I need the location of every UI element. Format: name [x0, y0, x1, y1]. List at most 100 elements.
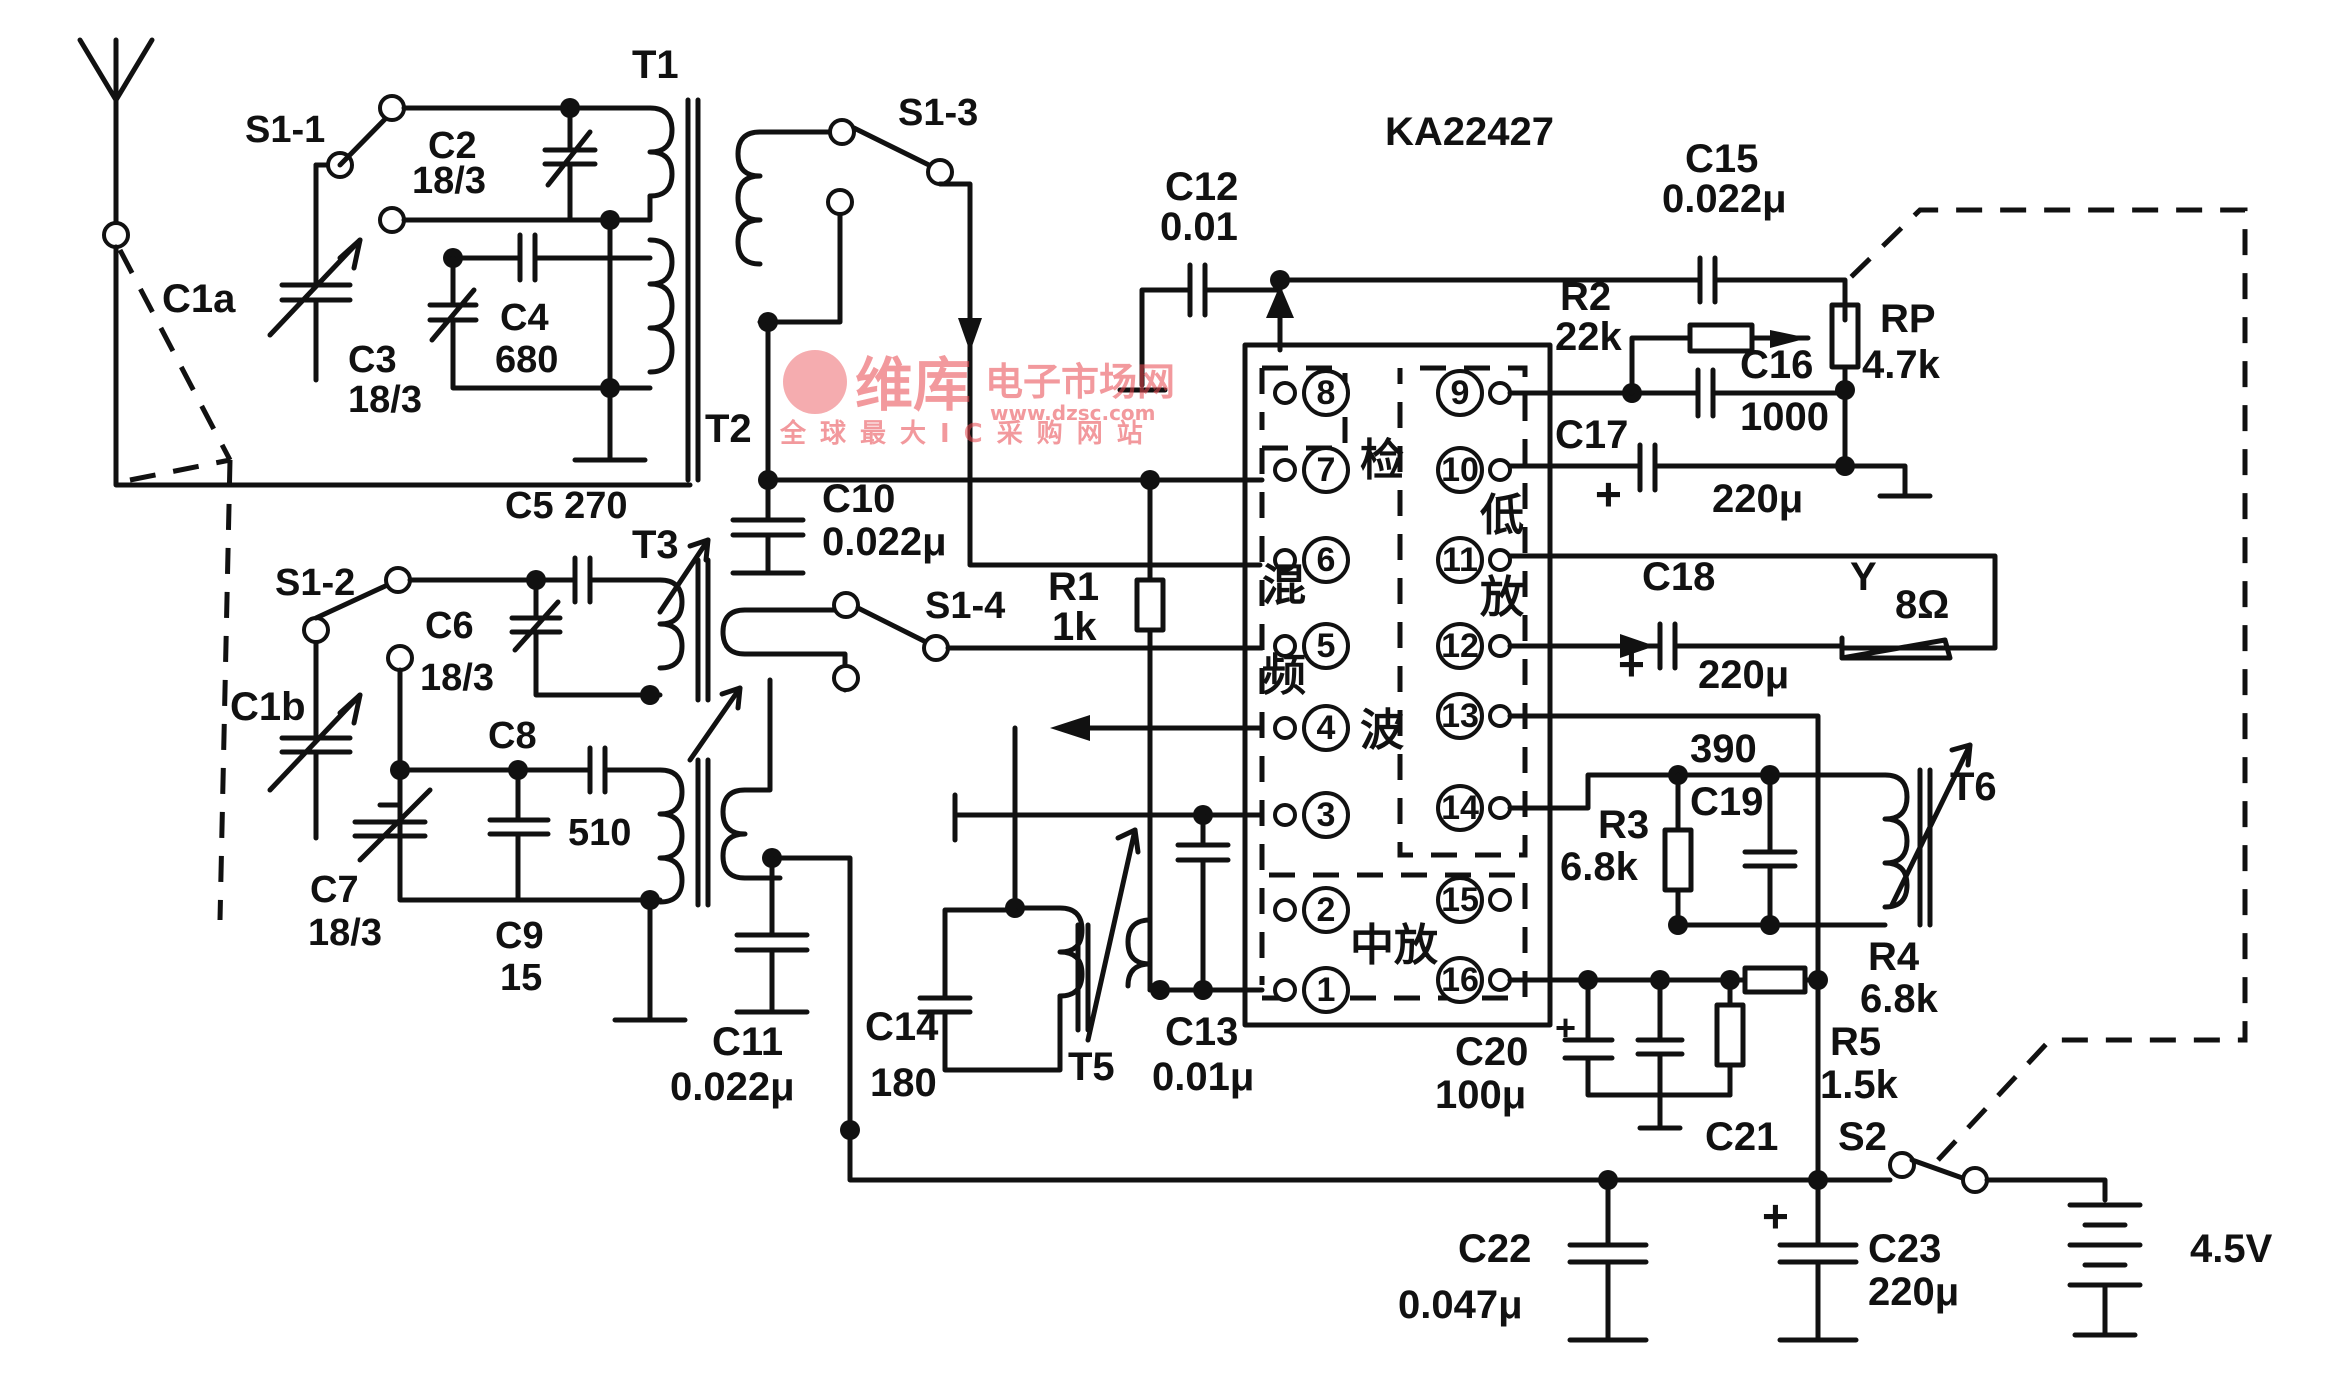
variable-capacitor-c1a [267, 162, 363, 383]
label-rp-value: 4.7k [1862, 343, 1941, 387]
label-r4-value: 6.8k [1860, 977, 1939, 1021]
label-c3: C3 [348, 339, 397, 381]
svg-text:14: 14 [1441, 789, 1479, 827]
label-c14-value: 180 [870, 1061, 937, 1105]
block-if-amp: 中放 [1350, 920, 1438, 971]
watermark-url: www.dzsc.com [990, 401, 1156, 425]
block-audio-amp-2: 放 [1480, 572, 1524, 623]
label-c4-value: 680 [495, 339, 558, 381]
label-r1: R1 [1048, 565, 1099, 609]
variable-capacitor-c1b [267, 637, 363, 841]
label-t2: T2 [705, 407, 752, 451]
watermark-site: 电子市场网 [985, 360, 1175, 404]
block-detector-2: 波 [1360, 705, 1404, 756]
watermark-brand: 维库 [855, 351, 971, 419]
label-c15: C15 [1685, 137, 1758, 181]
label-c19: C19 [1690, 780, 1763, 824]
svg-text:6: 6 [1317, 541, 1336, 579]
svg-text:8: 8 [1317, 374, 1336, 412]
label-c2-value: 18/3 [412, 160, 486, 202]
label-c12-value: 0.01 [1160, 205, 1238, 249]
label-c1b: C1b [230, 685, 306, 729]
label-t1: T1 [632, 43, 679, 87]
label-c18: C18 [1642, 555, 1715, 599]
label-c21: C21 [1705, 1115, 1778, 1159]
speaker-icon [1839, 635, 1953, 661]
label-rp: RP [1880, 297, 1936, 341]
label-speaker: Y [1850, 555, 1877, 599]
svg-text:5: 5 [1317, 627, 1336, 665]
label-r3-value: 6.8k [1560, 845, 1639, 889]
label-c23-value: 220μ [1868, 1270, 1959, 1314]
label-c10: C10 [822, 477, 895, 521]
label-c6: C6 [425, 605, 474, 647]
block-mixer-2: 频 [1262, 650, 1306, 701]
label-c9: C9 [495, 915, 544, 957]
label-s1-2: S1-2 [275, 562, 355, 604]
label-r5: R5 [1830, 1020, 1881, 1064]
svg-text:15: 15 [1441, 881, 1479, 919]
label-c12: C12 [1165, 165, 1238, 209]
svg-text:+: + [1595, 468, 1622, 520]
label-c17-value: 220μ [1712, 477, 1803, 521]
label-c15-value: 0.022μ [1662, 177, 1787, 221]
label-battery: 4.5V [2190, 1227, 2273, 1271]
svg-text:1: 1 [1317, 971, 1336, 1009]
svg-text:13: 13 [1441, 697, 1479, 735]
label-c23: C23 [1868, 1227, 1941, 1271]
block-mixer-1: 混 [1262, 560, 1306, 611]
label-c19-value: 390 [1690, 727, 1757, 771]
label-r5-value: 1.5k [1820, 1063, 1899, 1107]
label-r2-value: 22k [1555, 315, 1622, 359]
label-c9-value: 15 [500, 957, 542, 999]
svg-text:2: 2 [1317, 891, 1336, 929]
label-s1-3: S1-3 [898, 92, 978, 134]
label-c5: C5 270 [505, 485, 628, 527]
ic-pins-left: 8 7 6 5 4 3 2 1 [1273, 369, 1350, 1014]
label-s2: S2 [1838, 1115, 1887, 1159]
svg-text:10: 10 [1441, 451, 1479, 489]
label-s1-4: S1-4 [925, 585, 1005, 627]
svg-text:11: 11 [1442, 541, 1478, 579]
label-c6-value: 18/3 [420, 657, 494, 699]
label-t6: T6 [1950, 765, 1997, 809]
svg-text:9: 9 [1451, 374, 1470, 412]
label-c22: C22 [1458, 1227, 1531, 1271]
label-c2: C2 [428, 125, 477, 167]
watermark-slogan: 全球最大IC采购网站 [779, 418, 1157, 449]
svg-text:7: 7 [1317, 451, 1336, 489]
label-c13: C13 [1165, 1010, 1238, 1054]
svg-text:+: + [1555, 1007, 1576, 1048]
label-r4: R4 [1868, 935, 1920, 979]
label-ic-name: KA22427 [1385, 110, 1554, 154]
battery-icon [2067, 1202, 2143, 1338]
label-c7: C7 [310, 869, 359, 911]
label-s1-1: S1-1 [245, 109, 325, 151]
label-r3: R3 [1598, 803, 1649, 847]
label-t5: T5 [1068, 1045, 1115, 1089]
label-c18-value: 220μ [1698, 653, 1789, 697]
label-c10-value: 0.022μ [822, 520, 947, 564]
label-c11: C11 [712, 1020, 783, 1064]
svg-text:+: + [1762, 1190, 1789, 1242]
label-c20-value: 100μ [1435, 1073, 1526, 1117]
label-t3: T3 [632, 523, 679, 567]
label-c13-value: 0.01μ [1152, 1055, 1254, 1099]
label-c7-value: 18/3 [308, 912, 382, 954]
ic-ka22427 [1242, 342, 1553, 1028]
label-r1-value: 1k [1052, 605, 1097, 649]
label-c8: C8 [488, 715, 537, 757]
antenna-icon [77, 37, 155, 225]
label-c22-value: 0.047μ [1398, 1283, 1523, 1327]
label-r2: R2 [1560, 275, 1611, 319]
label-c4: C4 [500, 297, 549, 339]
label-c11-value: 0.022μ [670, 1065, 795, 1109]
label-c16-value: 1000 [1740, 395, 1829, 439]
label-c8-value: 510 [568, 812, 631, 854]
svg-text:16: 16 [1441, 961, 1479, 999]
label-c16: C16 [1740, 343, 1813, 387]
svg-text:3: 3 [1317, 796, 1336, 834]
watermark: 维库 电子市场网 www.dzsc.com 全球最大IC采购网站 [779, 350, 1175, 449]
label-speaker-value: 8Ω [1895, 583, 1949, 627]
